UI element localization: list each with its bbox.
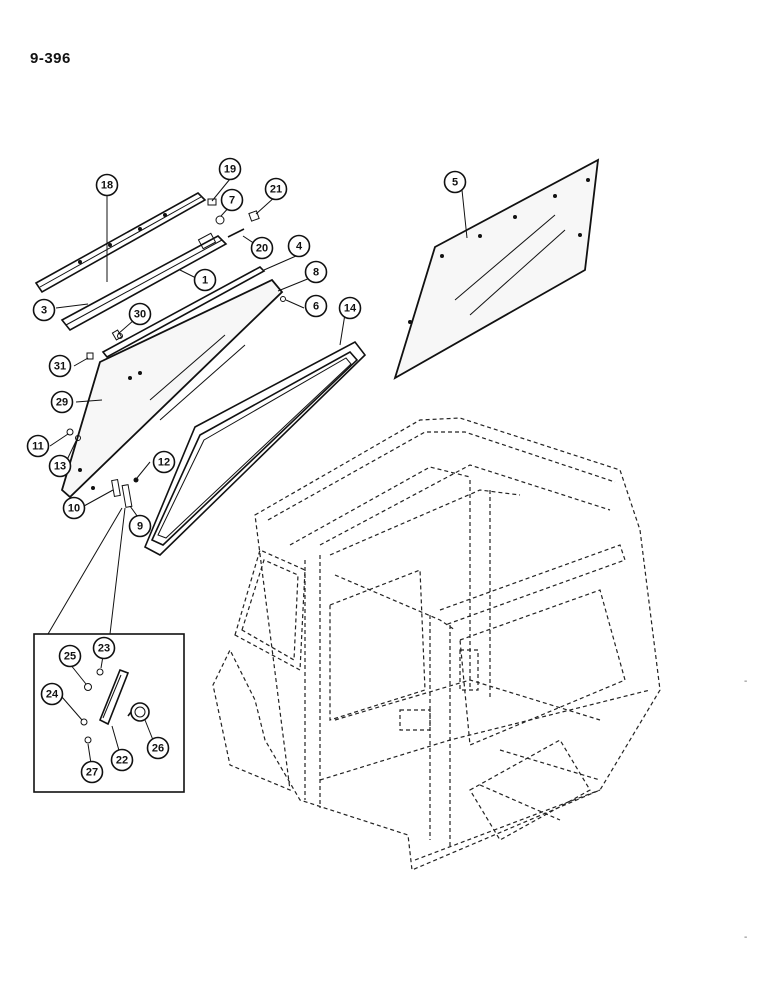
callout-circle bbox=[26, 434, 50, 458]
callout-label: 23 bbox=[98, 643, 110, 655]
edge-mark: - bbox=[744, 676, 748, 687]
callout-circle bbox=[287, 234, 311, 258]
window-frame-14 bbox=[143, 340, 367, 556]
callout-label: 11 bbox=[32, 441, 44, 453]
callout-circle bbox=[48, 354, 72, 378]
callout-circle bbox=[146, 736, 170, 760]
callout-20: 20 bbox=[250, 236, 274, 260]
callout-label: 12 bbox=[158, 457, 170, 469]
callout-6: 6 bbox=[304, 294, 328, 318]
callout-circle bbox=[58, 644, 82, 668]
callout-circle bbox=[220, 188, 244, 212]
callout-label: 3 bbox=[41, 305, 47, 317]
callout-circle bbox=[128, 302, 152, 326]
callout-circle bbox=[62, 496, 86, 520]
callout-31: 31 bbox=[48, 354, 72, 378]
callout-label: 19 bbox=[224, 164, 236, 176]
callout-9: 9 bbox=[128, 514, 152, 538]
callout-circle bbox=[128, 514, 152, 538]
callout-circle bbox=[338, 296, 362, 320]
callout-circle bbox=[193, 268, 217, 292]
callout-label: 7 bbox=[229, 195, 235, 207]
callout-label: 1 bbox=[202, 275, 208, 287]
callout-30: 30 bbox=[128, 302, 152, 326]
callout-circle bbox=[152, 450, 176, 474]
callout-circle bbox=[50, 390, 74, 414]
callout-24: 24 bbox=[40, 682, 64, 706]
callout-label: 25 bbox=[64, 651, 76, 663]
callout-circle bbox=[218, 157, 242, 181]
cab-frame bbox=[212, 417, 661, 871]
leader-lines bbox=[49, 178, 468, 771]
callout-26: 26 bbox=[146, 736, 170, 760]
callout-label: 26 bbox=[152, 743, 164, 755]
callout-label: 29 bbox=[56, 397, 68, 409]
slide-rail-1 bbox=[60, 232, 228, 332]
callout-10: 10 bbox=[62, 496, 86, 520]
callout-circle bbox=[92, 636, 116, 660]
callout-8: 8 bbox=[304, 260, 328, 284]
callout-label: 22 bbox=[116, 755, 128, 767]
callout-label: 27 bbox=[86, 767, 98, 779]
callout-circle bbox=[443, 170, 467, 194]
callout-19: 19 bbox=[218, 157, 242, 181]
callout-1: 1 bbox=[193, 268, 217, 292]
callout-13: 13 bbox=[48, 454, 72, 478]
callout-11: 11 bbox=[26, 434, 50, 458]
rear-glass-5 bbox=[393, 158, 600, 380]
callout-label: 13 bbox=[54, 461, 66, 473]
upper-rail-18 bbox=[34, 192, 207, 294]
latch-hardware bbox=[66, 329, 139, 508]
callout-14: 14 bbox=[338, 296, 362, 320]
callout-label: 9 bbox=[137, 521, 143, 533]
callout-25: 25 bbox=[58, 644, 82, 668]
callout-label: 24 bbox=[46, 689, 59, 701]
callout-23: 23 bbox=[92, 636, 116, 660]
callout-27: 27 bbox=[80, 760, 104, 784]
callout-12: 12 bbox=[152, 450, 176, 474]
callout-circle bbox=[304, 260, 328, 284]
callout-circle bbox=[95, 173, 119, 197]
callout-4: 4 bbox=[287, 234, 311, 258]
callout-label: 21 bbox=[270, 184, 282, 196]
callout-label: 18 bbox=[101, 180, 113, 192]
callout-7: 7 bbox=[220, 188, 244, 212]
callout-label: 8 bbox=[313, 267, 319, 279]
callout-3: 3 bbox=[32, 298, 56, 322]
callout-label: 10 bbox=[68, 503, 80, 515]
callout-label: 6 bbox=[313, 301, 319, 313]
callout-circle bbox=[32, 298, 56, 322]
callout-circle bbox=[110, 748, 134, 772]
callout-22: 22 bbox=[110, 748, 134, 772]
callout-label: 31 bbox=[54, 361, 66, 373]
callout-circle bbox=[250, 236, 274, 260]
callout-circle bbox=[40, 682, 64, 706]
callout-label: 20 bbox=[256, 243, 268, 255]
page-number: 9-396 bbox=[30, 50, 71, 67]
callout-5: 5 bbox=[443, 170, 467, 194]
callout-29: 29 bbox=[50, 390, 74, 414]
callout-18: 18 bbox=[95, 173, 119, 197]
callout-circle bbox=[48, 454, 72, 478]
callout-label: 4 bbox=[296, 241, 303, 253]
callout-circle bbox=[264, 177, 288, 201]
inset-detail bbox=[33, 507, 185, 793]
callout-circle bbox=[304, 294, 328, 318]
callout-circle bbox=[80, 760, 104, 784]
callout-label: 14 bbox=[344, 303, 357, 315]
callout-label: 5 bbox=[452, 177, 458, 189]
callout-label: 30 bbox=[134, 309, 146, 321]
edge-mark: - bbox=[744, 932, 748, 943]
callout-21: 21 bbox=[264, 177, 288, 201]
